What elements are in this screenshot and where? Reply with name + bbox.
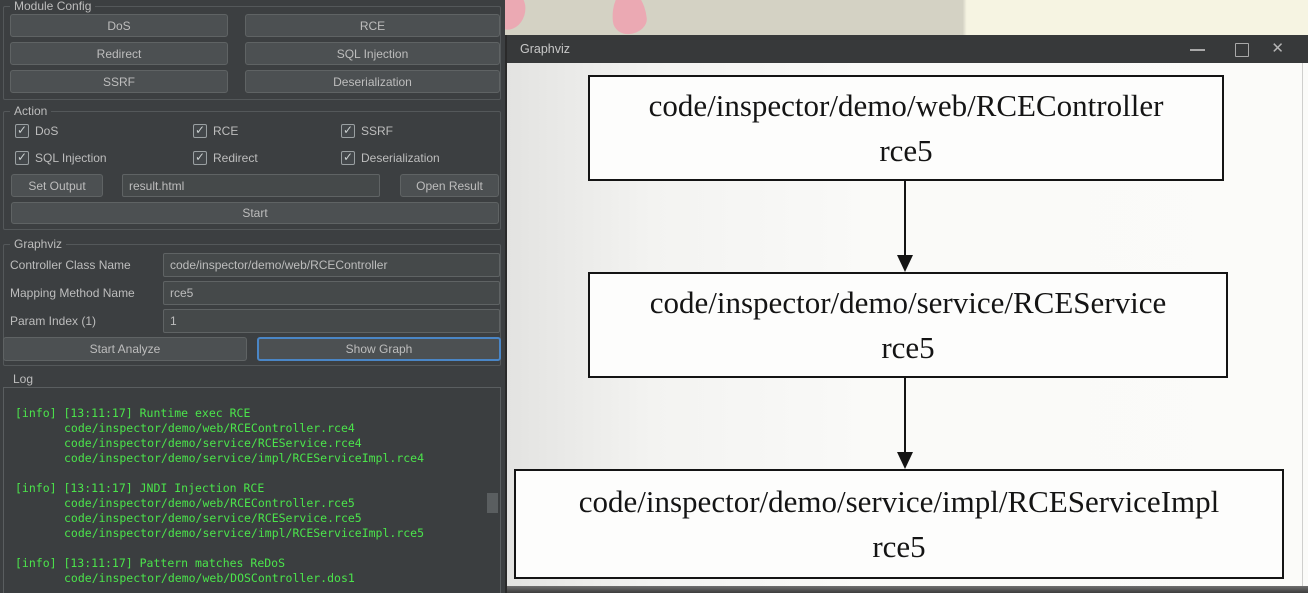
window-title: Graphviz bbox=[520, 42, 571, 56]
checkbox-checked-icon bbox=[15, 123, 29, 138]
module-button-dos[interactable]: DoS bbox=[10, 14, 228, 37]
window-titlebar[interactable]: Graphviz ✕ bbox=[507, 35, 1308, 63]
output-file-input[interactable] bbox=[122, 174, 380, 197]
log-title: Log bbox=[9, 372, 38, 386]
checkbox-label: Redirect bbox=[213, 151, 258, 165]
graph-node-class: code/inspector/demo/web/RCEController bbox=[648, 88, 1164, 123]
checkbox-rce[interactable]: RCE bbox=[193, 123, 239, 138]
checkbox-label: SQL Injection bbox=[35, 151, 107, 165]
module-button-deserialization[interactable]: Deserialization bbox=[245, 70, 500, 93]
graph-edge-line bbox=[904, 181, 906, 257]
action-title: Action bbox=[10, 104, 52, 118]
module-config-title: Module Config bbox=[10, 0, 96, 13]
log-line: [info] [13:11:17] Runtime exec RCE bbox=[15, 406, 251, 420]
start-button[interactable]: Start bbox=[11, 202, 499, 224]
graph-scrollbar-edge bbox=[1302, 63, 1303, 586]
start-analyze-button[interactable]: Start Analyze bbox=[3, 337, 247, 361]
checkbox-label: Deserialization bbox=[361, 151, 440, 165]
checkbox-checked-icon bbox=[341, 150, 355, 165]
log-line: [info] [13:11:17] JNDI Injection RCE bbox=[15, 481, 265, 495]
graphviz-group: Graphviz bbox=[3, 237, 501, 366]
graph-node-method: rce5 bbox=[881, 330, 935, 365]
log-line: code/inspector/demo/web/DOSController.do… bbox=[64, 571, 355, 585]
checkbox-label: SSRF bbox=[361, 124, 394, 138]
log-line: code/inspector/demo/service/impl/RCEServ… bbox=[64, 451, 425, 465]
module-button-sql-injection[interactable]: SQL Injection bbox=[245, 42, 500, 65]
graph-edge-arrowhead bbox=[897, 255, 913, 272]
checkbox-deserialization[interactable]: Deserialization bbox=[341, 150, 440, 165]
log-line: [info] [13:11:17] Pattern matches ReDoS bbox=[15, 556, 286, 570]
wallpaper-petal bbox=[505, 0, 531, 34]
minimize-icon[interactable] bbox=[1182, 35, 1212, 63]
log-line: code/inspector/demo/web/RCEController.rc… bbox=[64, 496, 355, 510]
graphviz-group-title: Graphviz bbox=[10, 237, 67, 251]
log-line: code/inspector/demo/service/RCEService.r… bbox=[64, 436, 362, 450]
checkbox-checked-icon bbox=[341, 123, 355, 138]
controller-class-name-label: Controller Class Name bbox=[10, 258, 131, 272]
window-bottom-edge bbox=[507, 586, 1308, 593]
graph-node-class: code/inspector/demo/service/RCEService bbox=[649, 285, 1167, 320]
graph-node-rceserviceimpl: code/inspector/demo/service/impl/RCEServ… bbox=[514, 469, 1284, 579]
graph-edge-line bbox=[904, 378, 906, 453]
tool-panel: Module Config DoS RCE Redirect SQL Injec… bbox=[0, 0, 505, 593]
graph-node-rceservice: code/inspector/demo/service/RCEService r… bbox=[588, 272, 1228, 378]
log-line: code/inspector/demo/web/RCEController.rc… bbox=[64, 421, 355, 435]
checkbox-sql-injection[interactable]: SQL Injection bbox=[15, 150, 107, 165]
show-graph-button[interactable]: Show Graph bbox=[257, 337, 501, 361]
wallpaper-petal bbox=[609, 0, 649, 35]
checkbox-checked-icon bbox=[193, 150, 207, 165]
param-index-input[interactable] bbox=[163, 309, 500, 333]
mapping-method-name-input[interactable] bbox=[163, 281, 500, 305]
graphviz-window: Graphviz ✕ code/inspector/demo/web/RCECo… bbox=[505, 35, 1308, 593]
desktop-wallpaper bbox=[505, 0, 1308, 35]
close-icon[interactable]: ✕ bbox=[1271, 40, 1284, 57]
module-button-rce[interactable]: RCE bbox=[245, 14, 500, 37]
maximize-icon[interactable] bbox=[1226, 35, 1256, 63]
log-scrollbar-thumb[interactable] bbox=[487, 493, 498, 513]
checkbox-label: DoS bbox=[35, 124, 59, 138]
checkbox-redirect[interactable]: Redirect bbox=[193, 150, 258, 165]
checkbox-checked-icon bbox=[15, 150, 29, 165]
module-button-redirect[interactable]: Redirect bbox=[10, 42, 228, 65]
mapping-method-name-label: Mapping Method Name bbox=[10, 286, 135, 300]
open-result-button[interactable]: Open Result bbox=[400, 174, 499, 197]
controller-class-name-input[interactable] bbox=[163, 253, 500, 277]
graph-node-class: code/inspector/demo/service/impl/RCEServ… bbox=[578, 484, 1220, 519]
action-group: Action bbox=[3, 104, 501, 230]
set-output-button[interactable]: Set Output bbox=[11, 174, 103, 197]
checkbox-checked-icon bbox=[193, 123, 207, 138]
graph-edge-arrowhead bbox=[897, 452, 913, 469]
log-output-area[interactable]: [info] [13:11:17] Runtime exec RCE code/… bbox=[3, 387, 501, 593]
graph-canvas: code/inspector/demo/web/RCEController rc… bbox=[507, 63, 1308, 586]
log-line: code/inspector/demo/service/RCEService.r… bbox=[64, 511, 362, 525]
checkbox-dos[interactable]: DoS bbox=[15, 123, 59, 138]
module-button-ssrf[interactable]: SSRF bbox=[10, 70, 228, 93]
checkbox-label: RCE bbox=[213, 124, 239, 138]
graph-node-method: rce5 bbox=[879, 133, 933, 168]
param-index-label: Param Index (1) bbox=[10, 314, 97, 328]
checkbox-ssrf[interactable]: SSRF bbox=[341, 123, 394, 138]
module-config-group: Module Config bbox=[3, 0, 501, 100]
log-line: code/inspector/demo/service/impl/RCEServ… bbox=[64, 526, 425, 540]
graph-node-method: rce5 bbox=[872, 529, 926, 564]
graph-node-rcecontroller: code/inspector/demo/web/RCEController rc… bbox=[588, 75, 1224, 181]
